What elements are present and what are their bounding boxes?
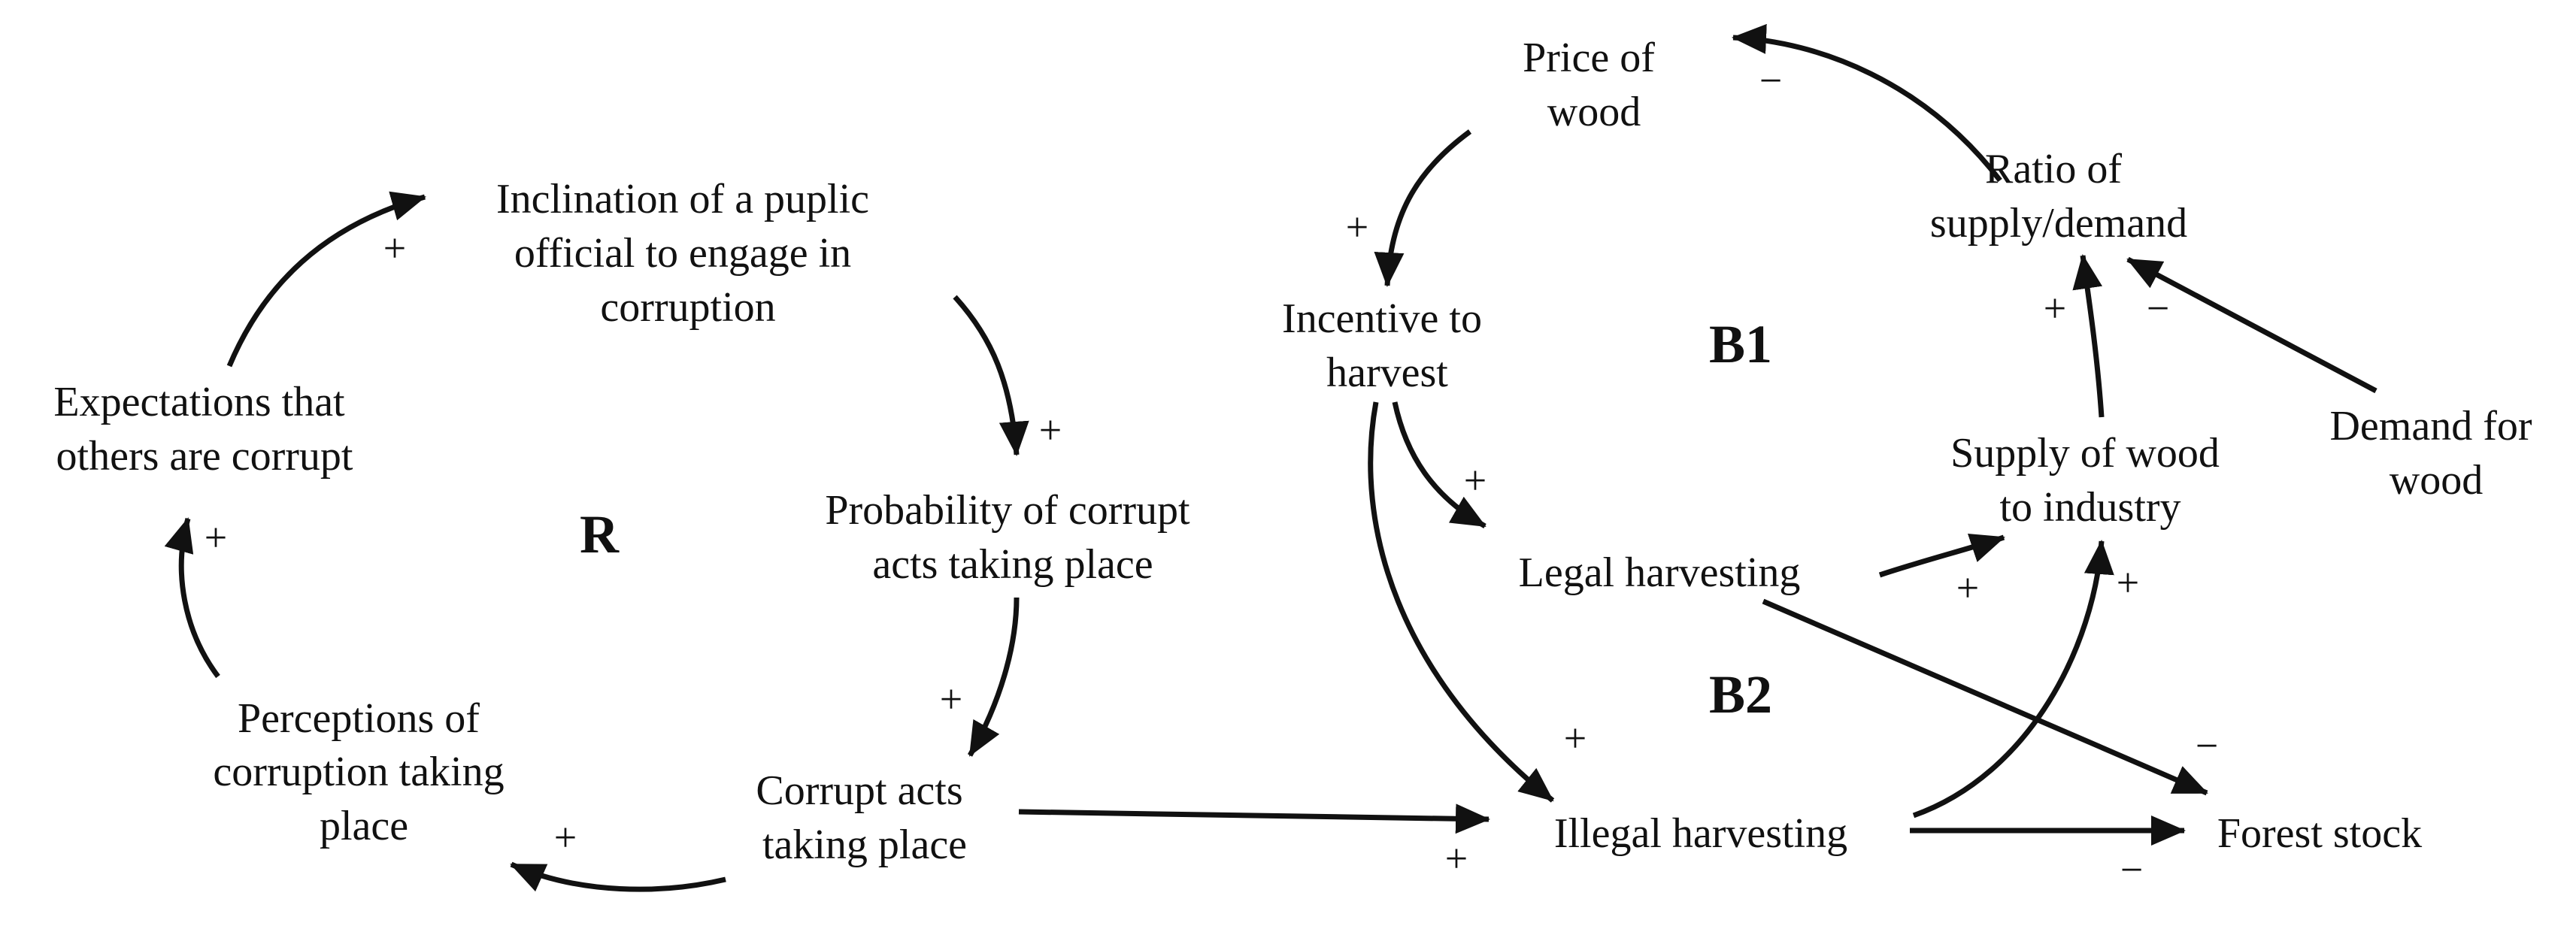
link-perceptions-to-expectations — [164, 517, 220, 679]
polarity-supply-to-ratio: + — [2044, 286, 2066, 331]
polarity-incentive-to-illegal: + — [1564, 716, 1587, 761]
polarity-perceptions-to-expectations: + — [205, 515, 227, 560]
link-corrupt-acts-to-perceptions — [510, 861, 726, 892]
polarity-signs: + + + + + + + + + + + + − − − − — [205, 58, 2218, 892]
node-inclination: Inclination of a puplic official to enga… — [496, 176, 880, 331]
link-probability-to-corrupt-acts — [967, 597, 1020, 757]
link-price-to-incentive — [1374, 129, 1472, 287]
polarity-legal-to-forest: − — [2196, 723, 2218, 768]
polarity-price-to-incentive: + — [1346, 204, 1368, 250]
polarity-illegal-to-supply: + — [2117, 560, 2139, 605]
node-incentive: Incentive to harvest — [1282, 295, 1493, 396]
loop-label-r: R — [580, 504, 620, 564]
link-incentive-to-illegal — [1368, 401, 1555, 803]
link-legal-to-forest — [1762, 598, 2208, 796]
node-legal-harvesting: Legal harvesting — [1519, 549, 1801, 596]
node-probability: Probability of corrupt acts taking place — [825, 487, 1200, 588]
loop-labels: R B1 B2 — [580, 314, 1772, 725]
link-supply-to-ratio — [2072, 254, 2105, 418]
polarity-corrupt-acts-to-perceptions: + — [554, 815, 577, 860]
node-ratio: Ratio of supply/demand — [1930, 146, 2187, 247]
node-labels: Inclination of a puplic official to enga… — [53, 35, 2542, 868]
link-corrupt-acts-to-illegal — [1018, 803, 1490, 834]
links — [164, 23, 2377, 892]
node-supply: Supply of wood to industry — [1950, 430, 2230, 531]
link-illegal-to-supply — [1912, 540, 2114, 819]
node-demand: Demand for wood — [2329, 403, 2542, 504]
polarity-demand-to-ratio: − — [2147, 286, 2169, 331]
polarity-illegal-to-forest: − — [2120, 847, 2143, 892]
loop-label-b1: B1 — [1709, 314, 1772, 374]
polarity-legal-to-supply: + — [1956, 565, 1979, 610]
node-expectations: Expectations that others are corrupt — [53, 379, 355, 480]
node-corrupt-acts: Corrupt acts taking place — [756, 767, 973, 868]
polarity-incentive-to-legal: + — [1464, 458, 1487, 503]
link-demand-to-ratio — [2126, 256, 2377, 394]
node-price: Price of wood — [1523, 35, 1665, 135]
polarity-ratio-to-price: − — [1759, 58, 1782, 103]
link-legal-to-supply — [1878, 533, 2005, 578]
polarity-probability-to-corrupt-acts: + — [940, 676, 962, 722]
node-forest-stock: Forest stock — [2217, 810, 2422, 857]
link-ratio-to-price — [1732, 23, 2002, 183]
node-illegal-harvesting: Illegal harvesting — [1554, 810, 1847, 857]
link-expectations-to-inclination — [226, 191, 426, 368]
polarity-inclination-to-probability: + — [1039, 407, 1062, 452]
node-perceptions: Perceptions of corruption taking place — [213, 695, 514, 849]
polarity-expectations-to-inclination: + — [383, 225, 406, 271]
polarity-corrupt-acts-to-illegal: + — [1445, 836, 1468, 881]
loop-label-b2: B2 — [1709, 664, 1772, 725]
link-inclination-to-probability — [953, 295, 1029, 456]
link-incentive-to-legal — [1392, 401, 1487, 529]
